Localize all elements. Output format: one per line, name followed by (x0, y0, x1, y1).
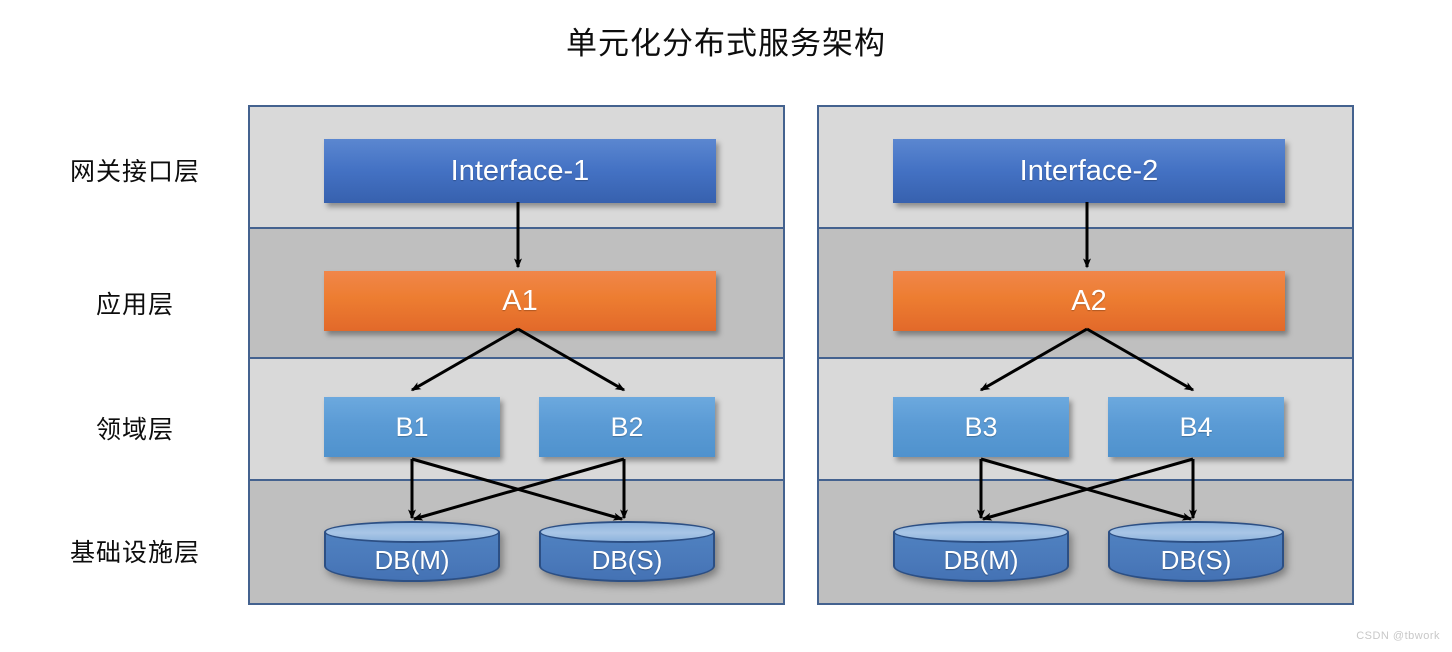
node-database-slave-2[interactable]: DB(S) (1108, 521, 1284, 589)
db-label: DB(M) (943, 544, 1019, 575)
node-database-master-2[interactable]: DB(M) (893, 521, 1069, 589)
db-label: DB(M) (374, 544, 450, 575)
db-cylinder-body (1108, 532, 1284, 582)
node-database-slave-1[interactable]: DB(S) (539, 521, 715, 589)
db-cylinder-top (539, 521, 715, 543)
unit-panel-2: Interface-2 A2 B3 B4 DB(M) DB(S) (817, 105, 1354, 605)
row-label-gateway-layer: 网关接口层 (69, 158, 200, 186)
row-label-infrastructure-layer: 基础设施层 (69, 539, 200, 567)
node-interface-1[interactable]: Interface-1 (324, 139, 716, 203)
db-cylinder-top (893, 521, 1069, 543)
db-cylinder-body (893, 532, 1069, 582)
row-label-domain-layer: 领域层 (95, 416, 174, 444)
node-domain-b2[interactable]: B2 (539, 397, 715, 457)
unit-panel-1: Interface-1 A1 B1 B2 DB(M) DB(S) (248, 105, 785, 605)
db-label: DB(S) (591, 544, 663, 575)
node-domain-b3[interactable]: B3 (893, 397, 1069, 457)
row-label-application-layer: 应用层 (95, 291, 174, 319)
node-app-a1[interactable]: A1 (324, 271, 716, 331)
node-app-a2[interactable]: A2 (893, 271, 1285, 331)
db-label: DB(S) (1160, 544, 1232, 575)
node-interface-2[interactable]: Interface-2 (893, 139, 1285, 203)
node-database-master-1[interactable]: DB(M) (324, 521, 500, 589)
db-cylinder-top (1108, 521, 1284, 543)
node-domain-b1[interactable]: B1 (324, 397, 500, 457)
csdn-watermark: CSDN @tbwork (1356, 630, 1440, 642)
db-cylinder-top (324, 521, 500, 543)
page-title: 单元化分布式服务架构 (566, 26, 886, 61)
node-domain-b4[interactable]: B4 (1108, 397, 1284, 457)
